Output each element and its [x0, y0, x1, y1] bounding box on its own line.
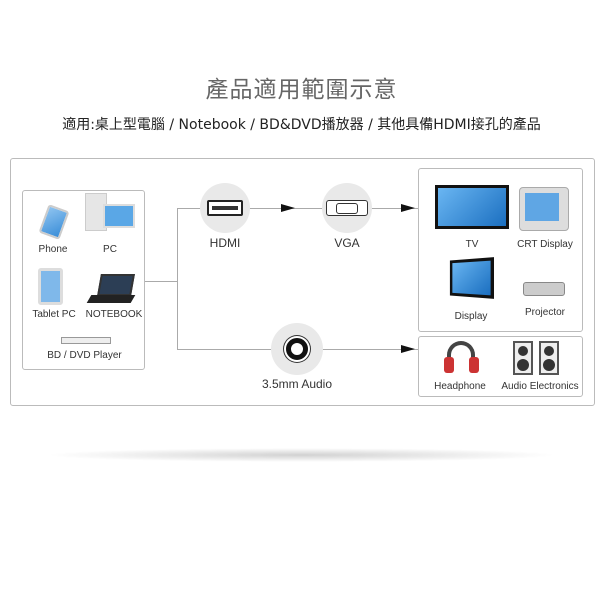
dvd-player-icon — [61, 337, 111, 344]
connector-line — [177, 208, 178, 349]
player-label: BD / DVD Player — [47, 350, 122, 361]
crt-label: CRT Display — [517, 239, 573, 250]
projector-icon — [523, 282, 565, 296]
arrow-icon — [401, 345, 415, 353]
notebook-label: NOTEBOOK — [85, 309, 143, 320]
subtitle: 適用:桌上型電腦 / Notebook / BD&DVD播放器 / 其他具備HD… — [62, 117, 541, 133]
arrow-icon — [401, 204, 415, 212]
vga-connector — [322, 183, 372, 233]
hdmi-label: HDMI — [209, 236, 241, 250]
page-title: 產品適用範圍示意 — [205, 77, 398, 103]
hdmi-icon — [207, 200, 243, 216]
audio-label: 3.5mm Audio — [261, 377, 333, 391]
phone-icon — [38, 204, 70, 240]
vga-label: VGA — [334, 236, 360, 250]
tablet-icon — [38, 268, 63, 305]
source-devices-box: Phone PC Tablet PC NOTEBOOK BD / DVD Pla… — [22, 190, 145, 370]
tablet-label: Tablet PC — [32, 309, 76, 320]
display-label: Display — [454, 311, 488, 322]
speaker-icon — [513, 341, 533, 375]
hdmi-connector — [200, 183, 250, 233]
crt-icon — [519, 187, 569, 231]
tv-label: TV — [465, 239, 479, 250]
notebook-keyboard-icon — [86, 295, 136, 303]
notebook-icon — [97, 274, 135, 296]
headphone-ear-icon — [469, 357, 479, 373]
pc-label: PC — [103, 244, 117, 255]
headphone-icon — [447, 341, 475, 371]
arrow-icon — [281, 204, 295, 212]
phone-label: Phone — [38, 244, 68, 255]
headphone-label: Headphone — [434, 381, 486, 392]
audio-connector — [271, 323, 323, 375]
video-line — [177, 208, 418, 209]
video-outputs-box: TV CRT Display Display Projector — [418, 168, 583, 332]
projector-label: Projector — [524, 307, 565, 318]
headphone-ear-icon — [444, 357, 454, 373]
audio-jack-icon — [286, 338, 308, 360]
pc-monitor-icon — [103, 204, 135, 228]
speaker-icon — [539, 341, 559, 375]
display-icon — [449, 257, 495, 299]
tv-icon — [435, 185, 509, 229]
connector-line — [145, 281, 177, 282]
audio-electronics-label: Audio Electronics — [501, 381, 579, 392]
audio-outputs-box: Headphone Audio Electronics — [418, 336, 583, 397]
drop-shadow — [45, 448, 558, 462]
diagram-frame — [10, 158, 595, 406]
vga-icon — [326, 200, 368, 216]
